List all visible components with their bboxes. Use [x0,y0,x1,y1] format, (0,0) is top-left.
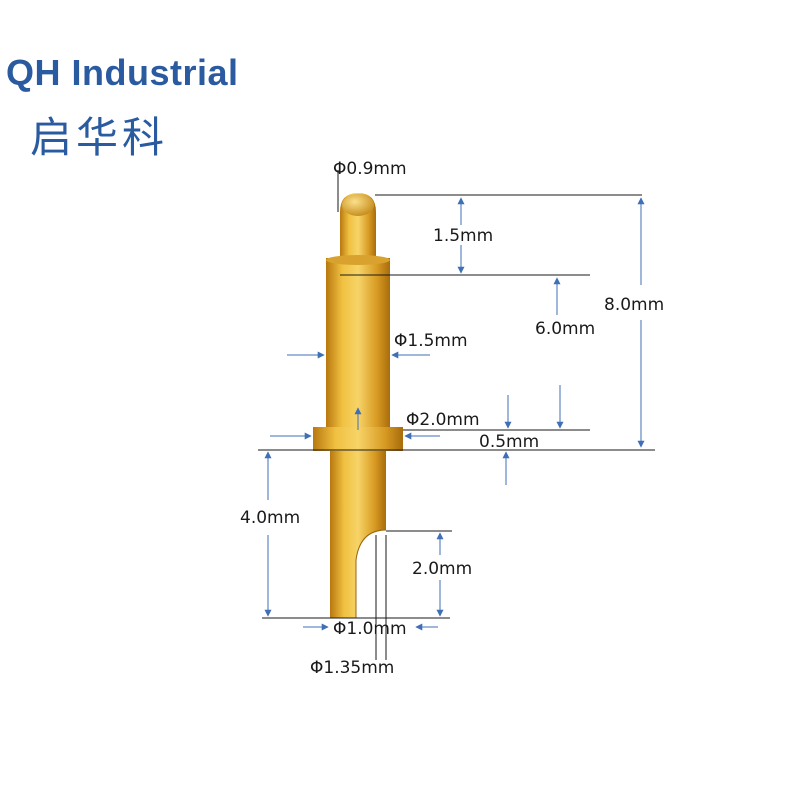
extension-lines [258,170,655,660]
label-tip-length: 1.5mm [433,226,493,246]
label-tip-diameter: Φ0.9mm [333,159,407,179]
label-cut-length: 2.0mm [412,559,472,579]
label-collar-diameter: Φ2.0mm [406,410,480,430]
label-collar-thickness: 0.5mm [479,432,539,452]
label-tail-outer-diameter: Φ1.35mm [310,658,394,678]
label-upper-length: 6.0mm [535,319,595,339]
label-total-length: 8.0mm [604,295,664,315]
brand-name-english: QH Industrial [6,52,239,93]
brand-name-chinese: 启华科 [30,113,169,162]
label-tail-length: 4.0mm [240,508,300,528]
label-tail-diameter: Φ1.0mm [333,619,407,639]
pin-body [313,193,403,618]
dimension-arrows [264,197,645,631]
label-barrel-diameter: Φ1.5mm [394,331,468,351]
